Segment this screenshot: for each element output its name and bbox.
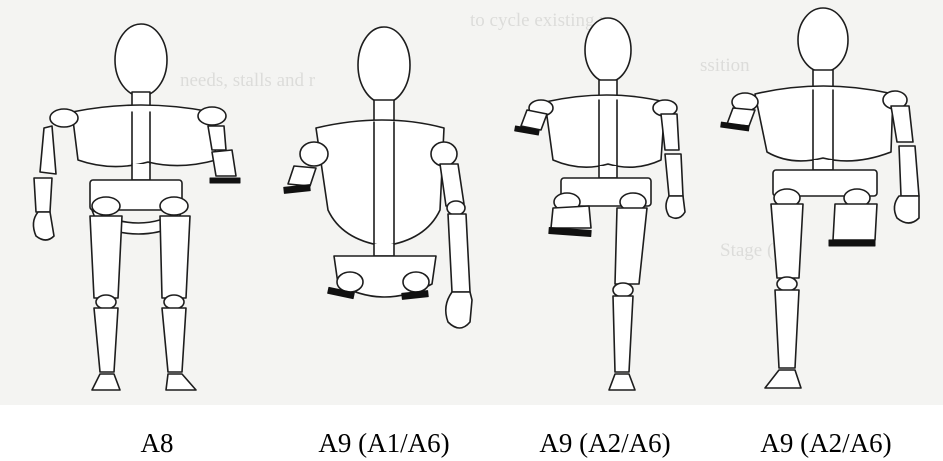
right-thigh <box>160 216 190 298</box>
left-shoulder <box>50 109 78 127</box>
left-shoulder <box>300 142 328 166</box>
right-arm-cut <box>210 178 240 183</box>
right-shin <box>162 308 186 372</box>
figure-caption-a8: A8 <box>141 428 174 459</box>
waist <box>599 166 617 178</box>
torso <box>755 86 893 161</box>
left-leg-cut <box>549 228 591 237</box>
mannequin-figure-a8 <box>20 0 250 405</box>
right-foot <box>609 374 635 390</box>
left-hip-joint <box>92 197 120 215</box>
right-hand <box>894 196 919 223</box>
right-upper-arm <box>891 106 913 142</box>
right-upper-arm <box>661 114 679 150</box>
left-shin <box>94 308 118 372</box>
left-hand <box>33 212 54 240</box>
right-elbow <box>447 201 465 215</box>
right-upper-arm <box>440 164 464 206</box>
left-upper-arm <box>288 166 316 186</box>
right-knee <box>164 295 184 309</box>
right-thigh-stump <box>833 204 877 240</box>
right-thigh <box>615 208 647 284</box>
left-thigh <box>90 216 122 298</box>
right-upper-arm <box>208 126 226 150</box>
figure-caption-a9-a2-a6-first: A9 (A2/A6) <box>539 428 670 459</box>
head <box>115 24 167 96</box>
right-hand <box>446 292 472 328</box>
left-foot <box>765 370 801 388</box>
head <box>798 8 848 72</box>
right-shoulder <box>431 142 457 166</box>
left-forearm <box>34 178 52 212</box>
right-knee <box>613 283 633 297</box>
left-thigh-stump <box>551 206 591 228</box>
figure-caption-a9-a2-a6-second: A9 (A2/A6) <box>760 428 891 459</box>
mannequin-figure-a9-a2-a6-first <box>505 0 705 405</box>
waist <box>813 160 833 170</box>
figure-caption-a9-a1-a6: A9 (A1/A6) <box>318 428 449 459</box>
right-foot <box>166 374 196 390</box>
right-leg-cut <box>829 240 875 246</box>
left-arm-cut <box>284 185 310 194</box>
mannequin-figure-a9-a2-a6-second <box>715 0 935 405</box>
left-thigh <box>771 204 803 278</box>
right-forearm <box>665 154 683 196</box>
waist <box>374 244 394 256</box>
right-hand <box>666 196 685 218</box>
waist <box>132 164 150 180</box>
torso <box>545 95 665 167</box>
head <box>585 18 631 82</box>
right-forearm <box>899 146 919 196</box>
right-shoulder <box>198 107 226 125</box>
right-hip-joint <box>160 197 188 215</box>
right-shin <box>613 296 633 372</box>
left-knee <box>777 277 797 291</box>
left-shin <box>775 290 799 368</box>
left-knee <box>96 295 116 309</box>
torso <box>72 105 216 167</box>
head <box>358 27 410 103</box>
right-forearm <box>448 214 470 292</box>
mannequin-figure-a9-a1-a6 <box>276 0 496 405</box>
torso <box>316 120 444 246</box>
left-foot <box>92 374 120 390</box>
neck <box>374 100 394 122</box>
left-upper-arm <box>521 110 547 130</box>
right-hip-joint <box>403 272 429 292</box>
left-upper-arm <box>40 126 56 174</box>
right-forearm <box>212 150 236 176</box>
left-hip-joint <box>337 272 363 292</box>
